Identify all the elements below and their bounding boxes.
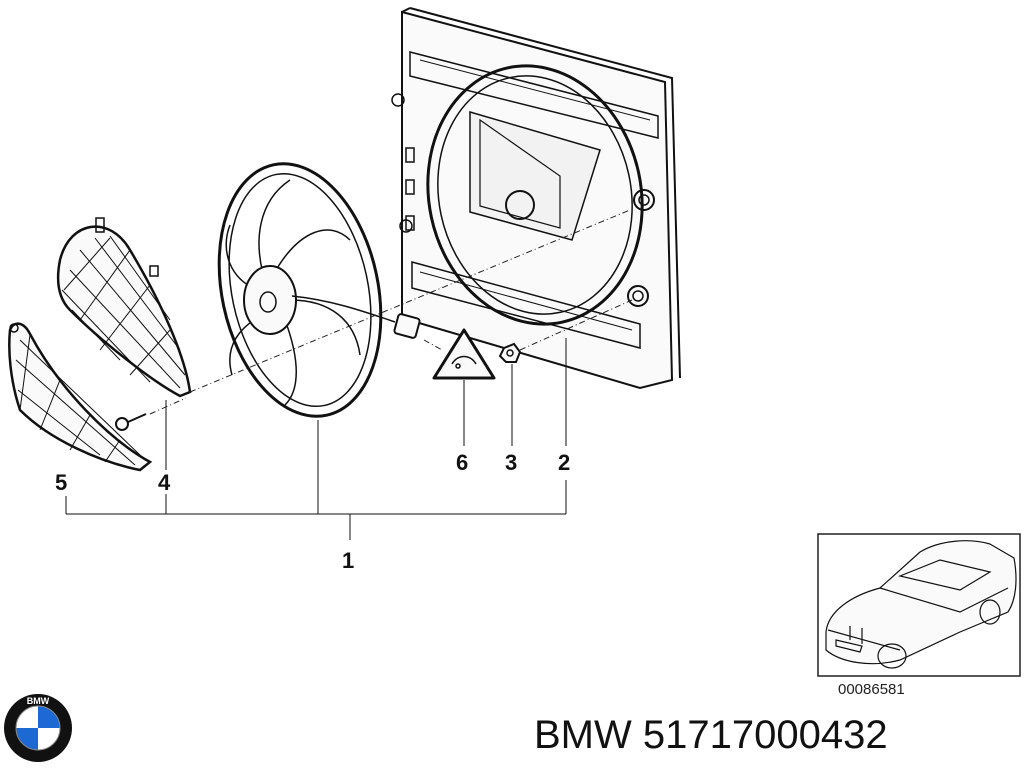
callout-4: 4 — [158, 470, 171, 495]
callout-2: 2 — [558, 450, 570, 475]
warning-label — [432, 328, 496, 380]
bmw-logo: BMW — [4, 694, 72, 762]
vehicle-inset: 00086581 — [817, 533, 1021, 698]
inset-reference-number: 00086581 — [838, 681, 905, 698]
part-number-title: BMW 51717000432 — [534, 713, 888, 757]
callout-5: 5 — [55, 470, 67, 495]
leader-lines — [65, 338, 567, 540]
car-outline — [825, 540, 1017, 669]
nut — [498, 342, 522, 363]
callout-3: 3 — [505, 450, 517, 475]
fan-wheel — [217, 162, 421, 418]
fan-shroud-frame — [391, 7, 681, 390]
callout-6: 6 — [456, 450, 468, 475]
outer-fan-grille — [8, 322, 153, 472]
inner-fan-grille — [56, 217, 192, 398]
callout-1: 1 — [342, 548, 354, 573]
assembly-guide-lines — [149, 209, 633, 415]
bmw-logo-lettering: BMW — [27, 696, 50, 706]
screw — [115, 413, 147, 431]
